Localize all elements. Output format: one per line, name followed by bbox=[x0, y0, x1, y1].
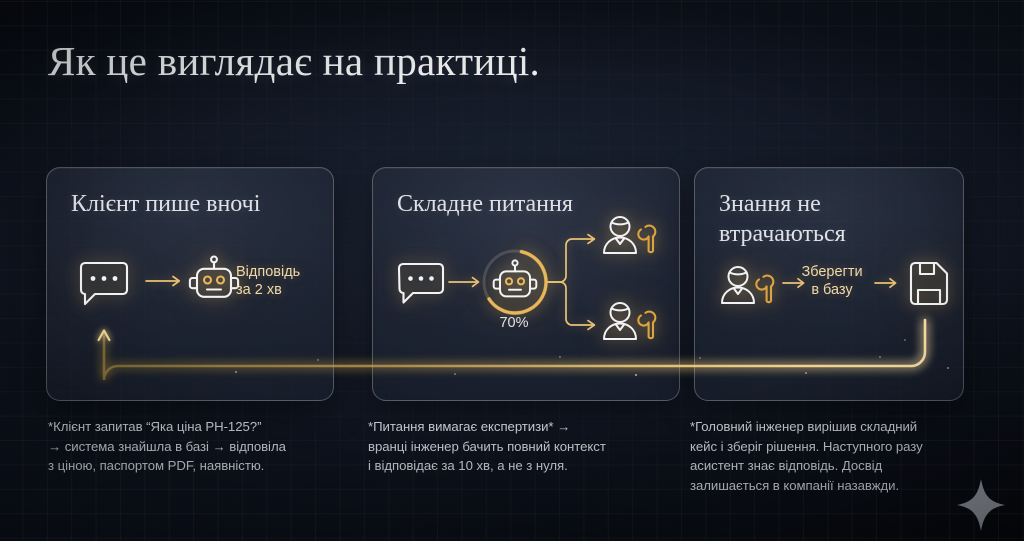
four-point-star-icon bbox=[957, 479, 1005, 531]
card-2-icon-layer bbox=[397, 216, 657, 340]
floppy-disk-icon bbox=[909, 261, 949, 306]
chat-bubble-icon bbox=[79, 261, 129, 306]
arrow-right-icon bbox=[448, 276, 480, 288]
engineer-icon bbox=[721, 266, 775, 304]
caption-1-line-2: → система знайшла в базі → відповіла bbox=[48, 438, 286, 454]
engineer-icon bbox=[603, 216, 657, 254]
branch-connector bbox=[547, 233, 596, 331]
answer-time-line-1: Відповідь bbox=[236, 264, 301, 280]
card-complex-question[interactable]: Складне питання bbox=[372, 167, 680, 401]
robot-icon bbox=[492, 259, 538, 298]
engineer-icon bbox=[603, 302, 657, 340]
caption-1: *Клієнт запитав “Яка ціна PH-125?” → сис… bbox=[48, 417, 368, 476]
caption-3-line-4: залишається в компанії назавжди. bbox=[690, 477, 900, 493]
save-to-base-line-2: в базу bbox=[811, 282, 853, 298]
arrow-right-icon bbox=[145, 275, 181, 287]
caption-3-line-3: асистент знає відповідь. Досвід bbox=[690, 458, 883, 474]
answer-time-label: Відповідь за 2 хв bbox=[236, 263, 300, 299]
answer-time-line-2: за 2 хв bbox=[236, 282, 282, 298]
caption-3-line-1: *Головний інженер вирішив складний bbox=[690, 419, 918, 434]
caption-3-line-2: кейс і зберіг рішення. Наступного разу bbox=[690, 438, 923, 454]
caption-2-line-1: *Питання вимагає експертизи* → bbox=[368, 419, 571, 434]
arrow-right-icon bbox=[874, 277, 897, 289]
chat-bubble-icon bbox=[397, 262, 445, 304]
progress-percent-label: 70% bbox=[499, 315, 529, 331]
caption-1-line-3: з ціною, паспортом PDF, наявністю. bbox=[48, 458, 265, 474]
save-to-base-line-1: Зберегти bbox=[801, 264, 863, 280]
caption-1-line-1: *Клієнт запитав “Яка ціна PH-125?” bbox=[48, 419, 262, 434]
caption-2: *Питання вимагає експертизи* → вранці ін… bbox=[368, 417, 678, 476]
save-to-base-label: Зберегти в базу bbox=[795, 263, 869, 299]
caption-2-line-2: вранці інженер бачить повний контекст bbox=[368, 438, 606, 454]
robot-icon bbox=[188, 255, 240, 298]
page-title: Як це виглядає на практиці. bbox=[48, 38, 541, 84]
caption-2-line-3: і відповідає за 10 хв, а не з нуля. bbox=[368, 458, 568, 474]
caption-3: *Головний інженер вирішив складний кейс … bbox=[690, 417, 978, 495]
